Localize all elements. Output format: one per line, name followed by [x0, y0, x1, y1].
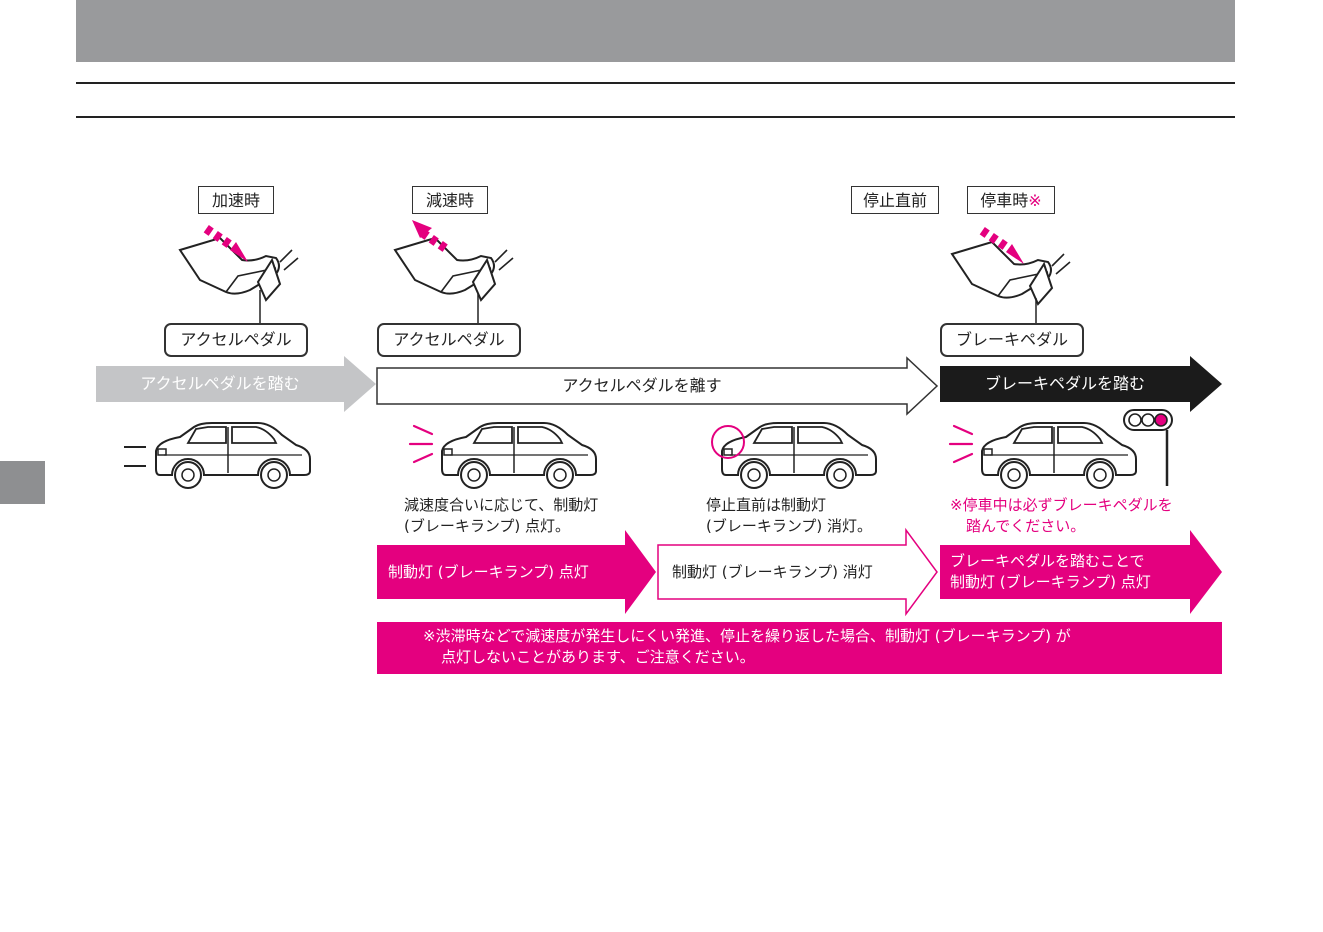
stage-label-stopped: 停車時※	[967, 186, 1055, 214]
car-icon	[982, 423, 1136, 488]
lamp-on-text: 制動灯 (ブレーキランプ) 点灯	[388, 562, 589, 583]
pedal-label-accel: アクセルペダル	[377, 323, 521, 357]
decel-caption: 減速度合いに応じて、制動灯 (ブレーキランプ) 点灯。	[404, 495, 598, 537]
lamp-brake-line: ブレーキペダルを踏むことで	[950, 551, 1151, 572]
stage-label-text: 停止直前	[863, 191, 927, 210]
pedal-label-accel: アクセルペダル	[164, 323, 308, 357]
release-accel-text: アクセルペダルを離す	[377, 378, 907, 394]
pedal-label-brake: ブレーキペダル	[940, 323, 1084, 357]
caption-line: 減速度合いに応じて、制動灯	[404, 495, 598, 516]
stage-label-text: 減速時	[426, 191, 474, 210]
caption-line: (ブレーキランプ) 消灯。	[706, 516, 872, 537]
lamp-brake-text: ブレーキペダルを踏むことで 制動灯 (ブレーキランプ) 点灯	[950, 551, 1151, 593]
notice-line: ※渋滞時などで減速度が発生しにくい発進、停止を繰り返した場合、制動灯 (ブレーキ…	[377, 626, 1222, 647]
foot-on-pedal-icon	[395, 238, 513, 300]
notice-banner: ※渋滞時などで減速度が発生しにくい発進、停止を繰り返した場合、制動灯 (ブレーキ…	[377, 622, 1222, 674]
press-accel-text: アクセルペダルを踏む	[96, 376, 344, 392]
pedal-label-text: ブレーキペダル	[956, 330, 1068, 349]
stopped-caption: ※停車中は必ずブレーキペダルを 踏んでください。	[950, 495, 1173, 537]
notice-line: 点灯しないことがあります、ご注意ください。	[377, 647, 1222, 668]
stage-label-text: 停車時	[980, 191, 1028, 210]
stage-label-text: 加速時	[212, 191, 260, 210]
caption-line: 停止直前は制動灯	[706, 495, 872, 516]
press-brake-text: ブレーキペダルを踏む	[940, 376, 1190, 392]
car-icon	[442, 423, 596, 488]
stage-label-accel: 加速時	[198, 186, 274, 214]
car-icon	[156, 423, 310, 488]
brake-glow-icon	[410, 426, 432, 462]
brake-glow-icon	[950, 426, 972, 462]
lamp-off-text: 制動灯 (ブレーキランプ) 消灯	[672, 562, 873, 583]
pedal-label-text: アクセルペダル	[180, 330, 291, 349]
stage-label-decel: 減速時	[412, 186, 488, 214]
stage-label-before-stop: 停止直前	[851, 186, 939, 214]
note-mark: ※	[1028, 191, 1041, 210]
caption-line: 踏んでください。	[950, 516, 1173, 537]
car-icon	[722, 423, 876, 488]
pedal-label-text: アクセルペダル	[393, 330, 504, 349]
caption-line: (ブレーキランプ) 点灯。	[404, 516, 598, 537]
lamp-brake-line: 制動灯 (ブレーキランプ) 点灯	[950, 572, 1151, 593]
before-stop-caption: 停止直前は制動灯 (ブレーキランプ) 消灯。	[706, 495, 872, 537]
speed-lines	[124, 447, 146, 466]
caption-line: ※停車中は必ずブレーキペダルを	[950, 495, 1173, 516]
